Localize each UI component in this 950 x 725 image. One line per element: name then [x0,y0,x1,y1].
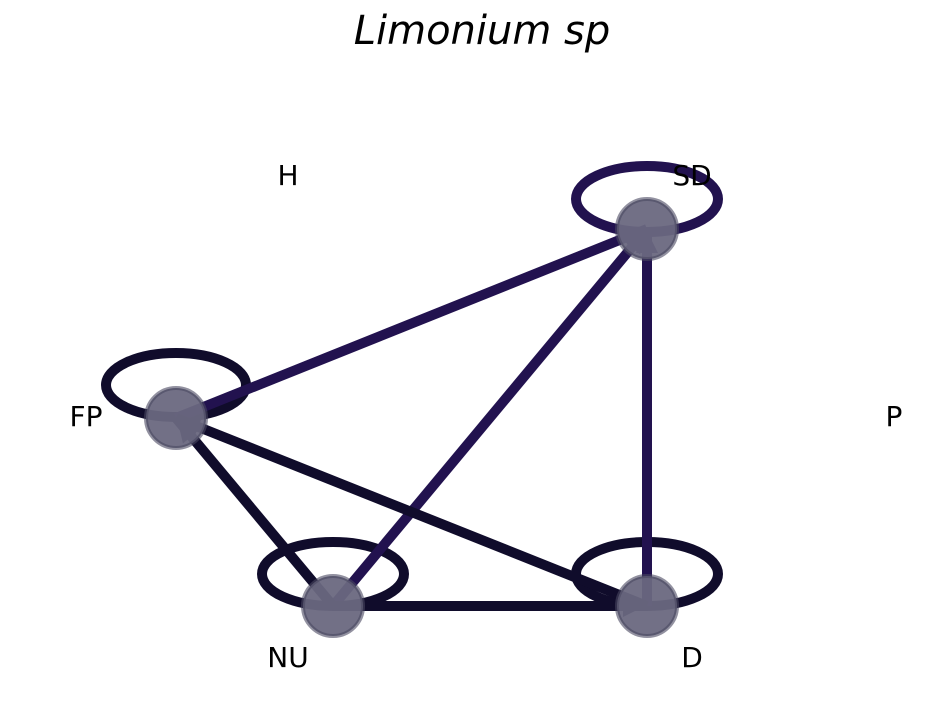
node-label-d: D [681,641,703,674]
labels-layer: H SD FP P NU D [70,159,903,674]
edge-nu-sd [329,225,651,610]
node-d [615,574,679,638]
node-label-sd: SD [672,159,711,192]
node-sd [615,197,679,261]
node-label-h: H [277,159,298,192]
edge-fp-sd [174,224,649,423]
edge-d-fp [174,413,649,611]
nodes-layer [144,197,679,638]
node-fp [144,386,208,450]
diagram-title: Limonium sp [354,8,611,54]
node-label-fp: FP [70,400,103,433]
edge-nu-fp [172,414,337,610]
node-label-nu: NU [267,641,308,674]
node-nu [301,574,365,638]
node-label-p: P [886,400,903,433]
